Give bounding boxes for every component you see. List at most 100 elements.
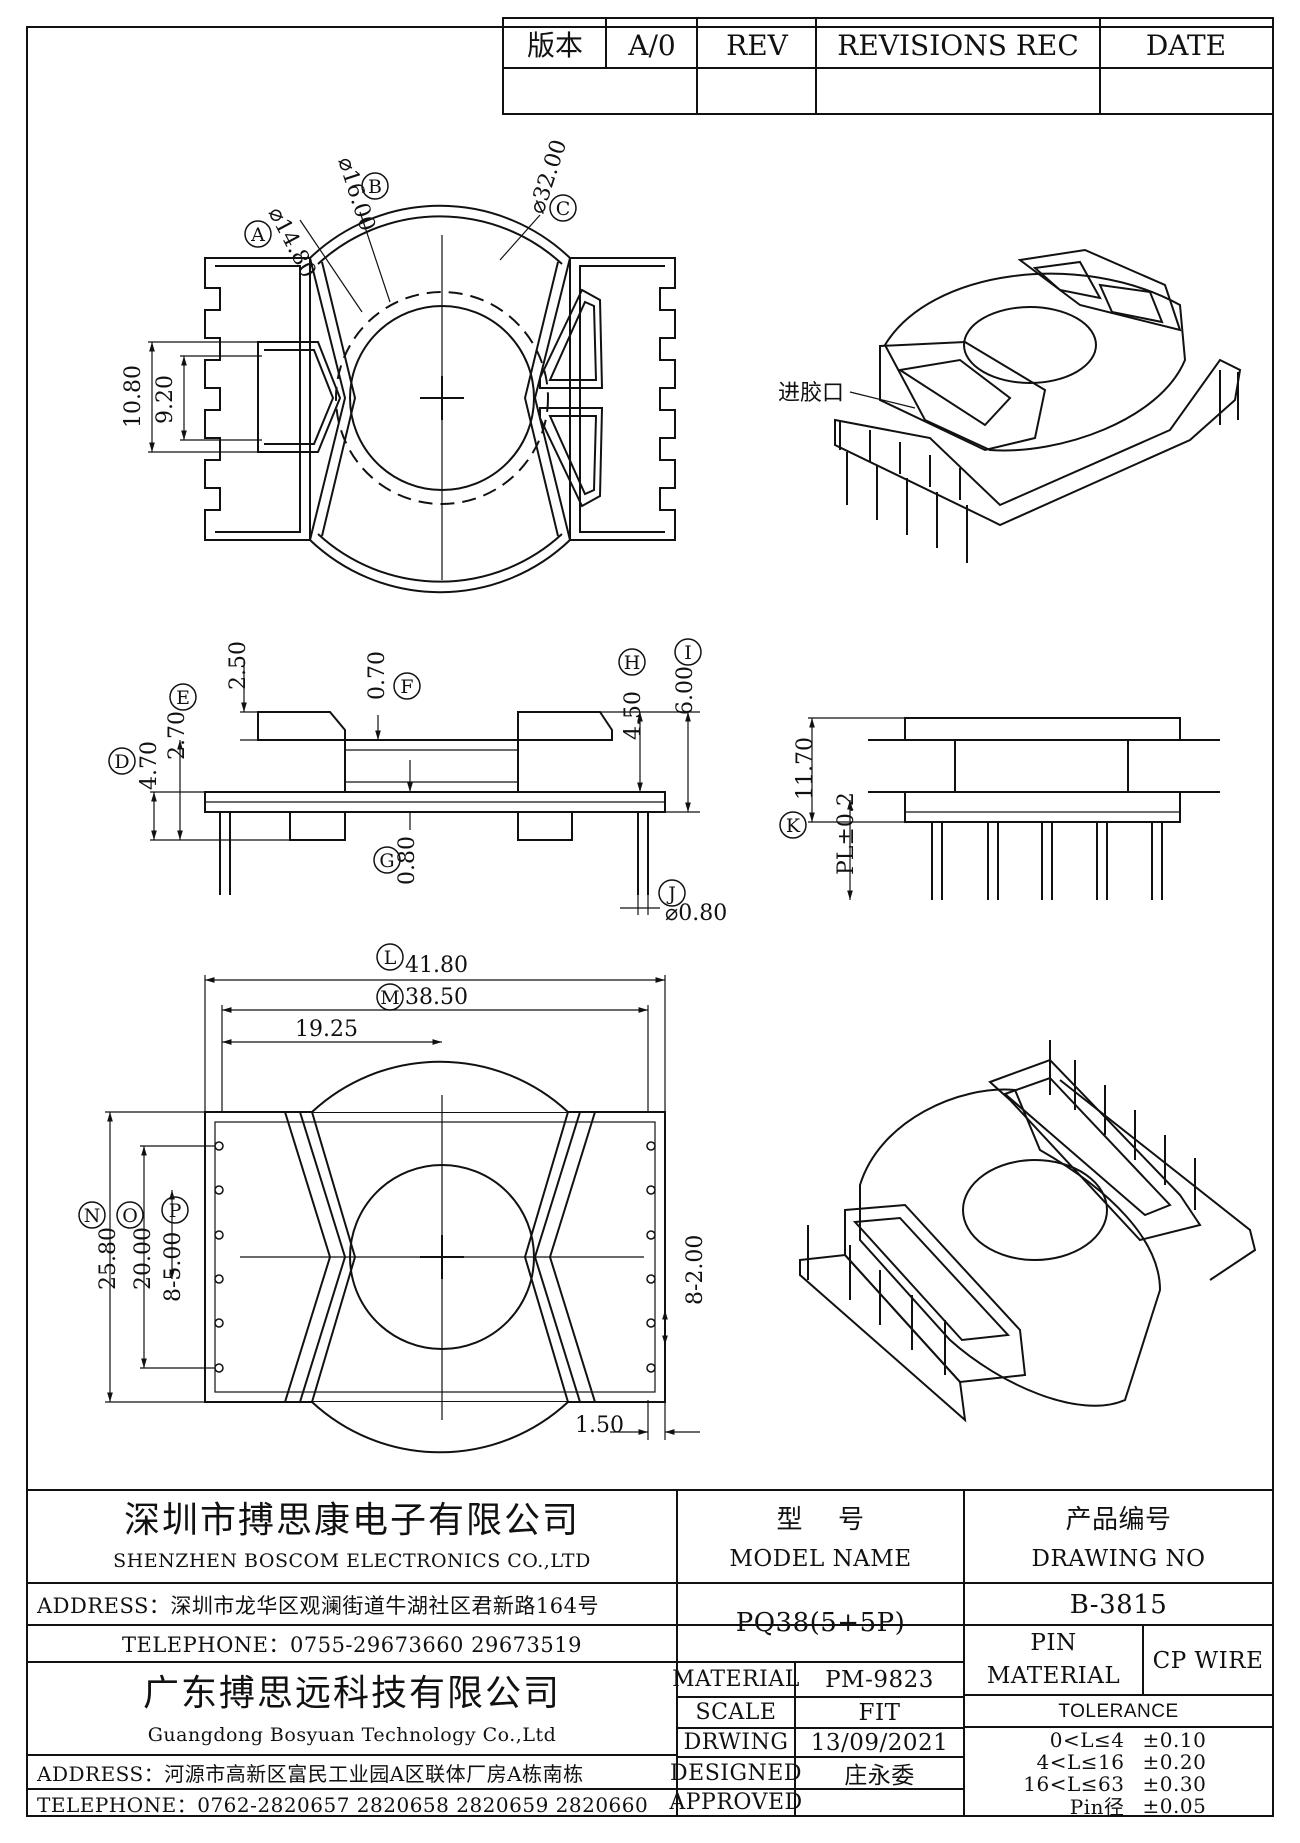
material-value: PM-9823 bbox=[825, 1666, 934, 1693]
dim-v-0-80: 0.80 bbox=[395, 836, 420, 885]
pin-material-value: CP WIRE bbox=[1152, 1648, 1264, 1674]
drawing-value: B-3815 bbox=[1069, 1589, 1168, 1620]
dim-d-a: ⌀14.80 bbox=[263, 203, 321, 282]
callout-c: C bbox=[549, 194, 577, 222]
svg-text:G: G bbox=[379, 850, 394, 872]
sheet-frame bbox=[26, 26, 1274, 1817]
svg-text:I: I bbox=[684, 642, 692, 664]
svg-text:H: H bbox=[624, 652, 641, 674]
tolerance-list: 0<L≤4 ±0.10 4<L≤16 ±0.20 16<L≤63 ±0.30 P… bbox=[964, 1728, 1273, 1820]
svg-text:E: E bbox=[176, 687, 190, 709]
tolerance-range: Pin径 bbox=[1069, 1795, 1125, 1819]
callout-o: O bbox=[116, 1201, 144, 1229]
svg-text:D: D bbox=[114, 751, 129, 773]
company2-cn: 广东搏思远科技有限公司 bbox=[142, 1673, 561, 1714]
dim-pitch-right: 8-2.00 bbox=[683, 1235, 708, 1305]
callouts: A B C D E F G H I J K L M N O P bbox=[78, 172, 807, 1229]
iso-view-top bbox=[834, 248, 1242, 563]
material-label: MATERIAL bbox=[672, 1667, 800, 1692]
svg-text:L: L bbox=[384, 947, 397, 969]
dim-h-20-00: 20.00 bbox=[131, 1227, 156, 1290]
svg-text:A: A bbox=[250, 224, 265, 246]
callout-i: I bbox=[674, 638, 702, 666]
tolerance-label: TOLERANCE bbox=[1058, 1700, 1179, 1722]
title-block-grid bbox=[27, 1489, 1273, 1816]
tolerance-value: ±0.30 bbox=[1142, 1772, 1207, 1796]
company2-en: Guangdong Bosyuan Technology Co.,Ltd bbox=[147, 1724, 557, 1746]
dim-v-4-70: 4.70 bbox=[137, 741, 162, 790]
callout-n: N bbox=[78, 1201, 106, 1229]
approved-value bbox=[795, 1789, 964, 1816]
version-value: A/0 bbox=[627, 29, 675, 62]
gate-label: 进胶口 bbox=[778, 381, 844, 406]
dim-h-9-20: 9.20 bbox=[153, 375, 178, 424]
dim-v-2-70: 2.70 bbox=[165, 711, 190, 760]
tolerance-value: ±0.10 bbox=[1142, 1728, 1207, 1752]
company-en: SHENZHEN BOSCOM ELECTRONICS CO.,LTD bbox=[113, 1550, 591, 1572]
callout-p: P bbox=[161, 1196, 189, 1224]
svg-text:M: M bbox=[380, 987, 399, 1009]
svg-text:P: P bbox=[169, 1200, 182, 1222]
dim-v-0-70: 0.70 bbox=[365, 651, 390, 700]
tolerance-row: 16<L≤63 ±0.30 bbox=[964, 1772, 1273, 1796]
svg-text:F: F bbox=[400, 676, 413, 698]
dim-h-25-80: 25.80 bbox=[96, 1227, 121, 1290]
designed-label: DESIGNED bbox=[670, 1760, 802, 1786]
svg-text:N: N bbox=[84, 1205, 101, 1227]
model-value: PQ38(5+5P) bbox=[735, 1608, 906, 1638]
dim-pitch-left: 8-5.00 bbox=[161, 1232, 186, 1302]
designed-value: 庄永委 bbox=[844, 1763, 915, 1789]
drwing-label: DRWING bbox=[683, 1730, 789, 1755]
model-cn: 型 号 bbox=[776, 1504, 865, 1535]
telephone-1: TELEPHONE：0755-29673660 29673519 bbox=[122, 1633, 582, 1657]
dim-w-38-50: 38.50 bbox=[405, 985, 468, 1010]
tolerance-range: 4<L≤16 bbox=[1036, 1750, 1125, 1774]
date-header: DATE bbox=[1146, 29, 1226, 62]
telephone-2: TELEPHONE：0762-2820657 2820658 2820659 2… bbox=[37, 1792, 649, 1817]
bottom-view bbox=[204, 1060, 666, 1454]
svg-text:J: J bbox=[666, 883, 676, 905]
callout-j: J bbox=[658, 879, 686, 907]
revisions-header: REVISIONS REC bbox=[837, 29, 1079, 62]
dim-h-10-80: 10.80 bbox=[121, 365, 146, 428]
end-view bbox=[868, 717, 1220, 900]
dim-w-41-80: 41.80 bbox=[405, 953, 468, 978]
side-view-dims bbox=[150, 660, 700, 915]
tolerance-row: 4<L≤16 ±0.20 bbox=[964, 1750, 1273, 1774]
dim-w-19-25: 19.25 bbox=[295, 1017, 358, 1042]
callout-h: H bbox=[618, 648, 646, 676]
iso-view-bottom bbox=[799, 1040, 1257, 1423]
callout-k: K bbox=[779, 811, 807, 839]
tolerance-row: 0<L≤4 ±0.10 bbox=[964, 1728, 1273, 1752]
version-label: 版本 bbox=[527, 29, 583, 62]
tolerance-value: ±0.05 bbox=[1142, 1793, 1207, 1818]
callout-l: L bbox=[376, 943, 404, 971]
callout-a: A bbox=[244, 220, 272, 248]
drawing-cn: 产品编号 bbox=[1065, 1504, 1172, 1535]
svg-text:C: C bbox=[556, 198, 571, 220]
tolerance-range: 0<L≤4 bbox=[1049, 1728, 1125, 1752]
address-2: ADDRESS：河源市高新区富民工业园A区联体厂房A栋南栋 bbox=[37, 1762, 584, 1786]
svg-text:O: O bbox=[122, 1205, 138, 1227]
callout-m: M bbox=[376, 983, 404, 1011]
scale-value: FIT bbox=[858, 1699, 901, 1726]
top-view-dims bbox=[148, 211, 541, 453]
callout-f: F bbox=[393, 672, 421, 700]
pin-material-label-1: PIN bbox=[1030, 1630, 1077, 1656]
dim-w-1-50: 1.50 bbox=[575, 1413, 624, 1438]
tolerance-range: 16<L≤63 bbox=[1023, 1772, 1125, 1796]
tolerance-value: ±0.20 bbox=[1142, 1750, 1207, 1774]
approved-label: APPROVED bbox=[669, 1790, 803, 1815]
svg-text:K: K bbox=[786, 815, 801, 837]
dim-v-6-00: 6.00 bbox=[673, 666, 698, 715]
scale-label: SCALE bbox=[695, 1700, 777, 1725]
pin-material-label-2: MATERIAL bbox=[986, 1663, 1121, 1689]
drawing-en: DRAWING NO bbox=[1031, 1546, 1206, 1572]
tolerance-row: Pin径 ±0.05 bbox=[964, 1793, 1273, 1820]
svg-text:B: B bbox=[368, 176, 382, 198]
drwing-value: 13/09/2021 bbox=[810, 1729, 949, 1756]
end-view-dims bbox=[808, 717, 905, 900]
bottom-view-dims bbox=[105, 975, 700, 1440]
model-en: MODEL NAME bbox=[729, 1546, 912, 1572]
